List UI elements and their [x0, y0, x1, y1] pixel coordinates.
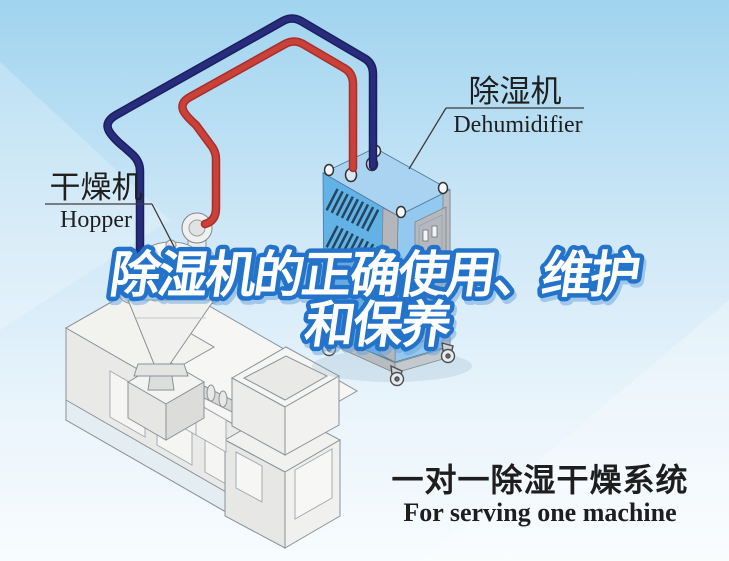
- eyelet-1: [323, 163, 335, 177]
- background-highlight-wedge: [0, 62, 170, 330]
- right-unit-panel-2: [294, 448, 333, 520]
- caption-zh: 一对一除湿干燥系统: [391, 462, 688, 498]
- title-line1-shadow: 除湿机的正确使用、维护: [109, 251, 645, 307]
- hopper-machine: [64, 212, 359, 549]
- air-hoses: [103, 14, 378, 257]
- hopper-label-en: Hopper: [60, 207, 132, 233]
- system-caption: 一对一除湿干燥系统 For serving one machine: [391, 462, 688, 527]
- upper-box-recessed-panel: [242, 355, 329, 401]
- barrel-flange-1: [206, 384, 216, 402]
- door-latch: [428, 288, 434, 297]
- title-line2: 和保养: [301, 297, 455, 353]
- dehumidifier-door-inset: [418, 214, 443, 337]
- background-highlight-corner: [420, 300, 729, 561]
- dehumidifier-label-zh: 除湿机: [469, 74, 562, 109]
- vent-band-1: [325, 188, 382, 233]
- barrel-flange-2: [218, 390, 228, 408]
- eyelet-4: [395, 205, 407, 219]
- casters: [321, 334, 456, 387]
- eyelet-3: [437, 181, 449, 195]
- main-title: 除湿机的正确使用、维护 除湿机的正确使用、维护 和保养 和保养: [102, 243, 649, 362]
- dehumidifier: [321, 144, 456, 387]
- dehumidifier-label-en: Dehumidifier: [453, 112, 582, 138]
- title-line1: 除湿机的正确使用、维护: [107, 247, 643, 303]
- upper-box-side-face: [284, 375, 340, 456]
- dehumidifier-leader-line: [408, 107, 447, 170]
- dry-air-hose: [179, 38, 356, 227]
- return-air-hose: [104, 15, 376, 255]
- dehumidifier-label-group: 除湿机 Dehumidifier: [408, 74, 584, 170]
- door-slot-1: [422, 229, 429, 242]
- hopper-label-zh: 干燥机: [50, 170, 143, 205]
- caption-en: For serving one machine: [403, 498, 676, 527]
- hopper-base-right: [165, 381, 205, 441]
- vent-band-2: [325, 225, 382, 270]
- hopper-label-group: 干燥机 Hopper: [45, 170, 182, 261]
- dehumidifier-door-panel: [414, 206, 447, 346]
- title-line2-shadow: 和保养: [304, 301, 458, 357]
- funnel-foot-plate: [133, 363, 189, 377]
- right-unit-panel-1: [235, 451, 263, 503]
- corner-pillar-front: [379, 207, 399, 363]
- hopper-leader-line: [151, 203, 182, 261]
- door-slot-2: [431, 225, 438, 238]
- funnel-foot-neck: [147, 375, 175, 391]
